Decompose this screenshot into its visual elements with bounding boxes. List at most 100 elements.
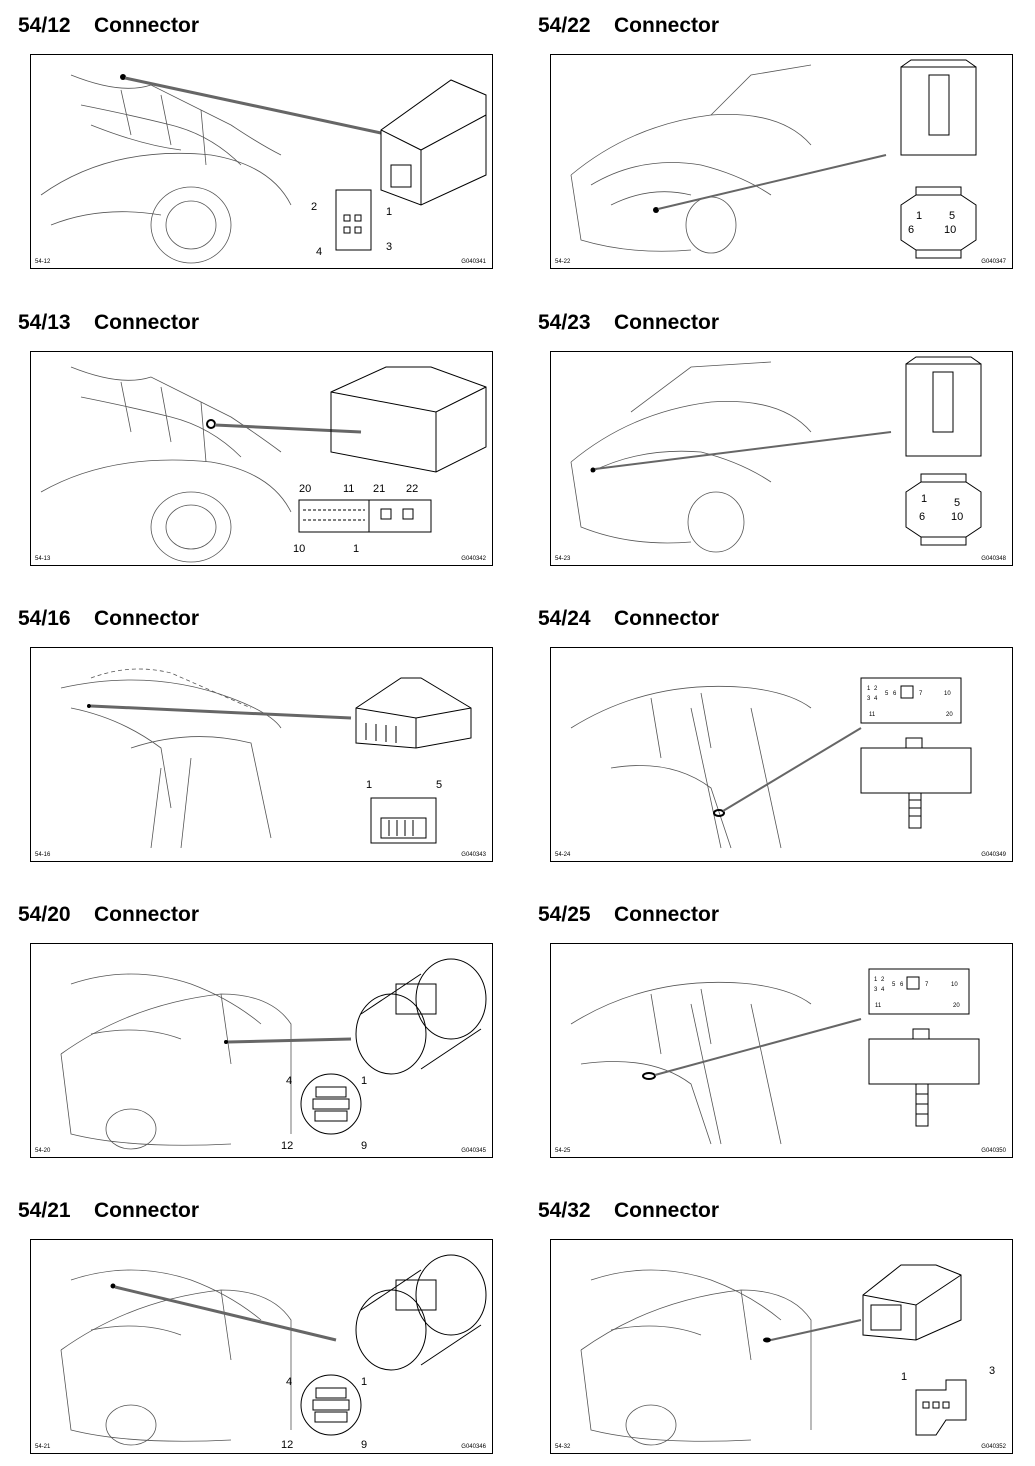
figure-ref: 54-12 [35, 259, 51, 265]
pin-label: 10 [951, 982, 958, 988]
car-engine-bay-illustration: 20 11 21 22 10 1 [40, 366, 487, 563]
pin-label: 1 [874, 977, 878, 983]
pin-label: 10 [944, 691, 951, 697]
connector-diagram-panel: 20 11 21 22 10 1 54-13 G040342 [30, 351, 493, 566]
pin-label: 4 [316, 246, 322, 258]
connector-housing-icon [862, 1264, 962, 1341]
pin-label: 12 [281, 1140, 293, 1152]
pin-label: 5 [954, 497, 960, 509]
figure-ref: 54-23 [555, 556, 571, 562]
pin-face-icon [300, 1073, 362, 1135]
connector-label: Connector [94, 311, 199, 334]
pin-label: 6 [893, 691, 897, 697]
pin-label: 6 [900, 982, 904, 988]
pin-label: 5 [436, 779, 442, 791]
figure-id: G040352 [981, 1444, 1006, 1450]
connector-location-dot [110, 1283, 116, 1289]
pin-label: 1 [361, 1376, 367, 1388]
connector-diagram-panel: 1 5 6 10 54-23 G040348 [550, 351, 1013, 566]
pin-label: 4 [286, 1376, 292, 1388]
connector-label: Connector [614, 14, 719, 37]
connector-code: 54/21 [18, 1199, 71, 1222]
pin-label: 5 [885, 691, 889, 697]
figure-id: G040350 [981, 1148, 1006, 1154]
car-side-illustration: 1 3 [580, 1264, 995, 1446]
pin-label: 2 [874, 686, 878, 692]
pin-label: 1 [921, 493, 927, 505]
car-side-illustration: 4 1 12 9 [60, 1254, 487, 1451]
connector-code: 54/13 [18, 311, 71, 334]
pin-face-icon [905, 473, 982, 546]
section-title: 54/23 Connector [538, 311, 719, 335]
connector-code: 54/12 [18, 14, 71, 37]
pin-face-icon [298, 499, 432, 533]
section-title: 54/25 Connector [538, 903, 719, 927]
figure-id: G040346 [461, 1444, 486, 1450]
figure-ref: 54-16 [35, 852, 51, 858]
connector-code: 54/25 [538, 903, 591, 926]
connector-diagram-panel: 1 3 54-32 G040352 [550, 1239, 1013, 1454]
connector-label: Connector [94, 607, 199, 630]
pin-label: 20 [946, 712, 953, 718]
connector-location-dot [763, 1337, 771, 1343]
figure-id: G040343 [461, 852, 486, 858]
pin-label: 1 [386, 206, 392, 218]
section-title: 54/13 Connector [18, 311, 199, 335]
figure-ref: 54-13 [35, 556, 51, 562]
connector-housing-icon [330, 366, 487, 473]
pin-label: 1 [901, 1371, 907, 1383]
pin-face-icon [900, 186, 977, 259]
pin-label: 10 [293, 543, 305, 555]
figure-ref: 54-20 [35, 1148, 51, 1154]
connector-diagram-panel: 1 5 6 10 54-22 G040347 [550, 54, 1013, 269]
car-door-illustration: 1 2 3 4 5 6 7 10 11 20 [570, 677, 972, 849]
pin-label: 12 [281, 1439, 293, 1451]
pin-label: 20 [299, 483, 311, 495]
pin-face-icon [915, 1379, 967, 1436]
figure-id: G040347 [981, 259, 1006, 265]
pin-label: 4 [874, 696, 878, 702]
connector-housing-icon [355, 1254, 487, 1371]
pin-label: 1 [916, 210, 922, 222]
pin-label: 2 [311, 201, 317, 213]
connector-diagram-panel: 1 5 54-16 G040343 [30, 647, 493, 862]
connector-location-dot [642, 1072, 656, 1080]
connector-label: Connector [614, 607, 719, 630]
pin-label: 1 [867, 686, 871, 692]
figure-id: G040345 [461, 1148, 486, 1154]
figure-ref: 54-22 [555, 259, 571, 265]
pin-label: 3 [989, 1365, 995, 1377]
pin-label: 4 [286, 1075, 292, 1087]
connector-label: Connector [614, 903, 719, 926]
pin-face-icon [868, 968, 970, 1015]
connector-housing-icon [355, 958, 487, 1075]
pin-label: 9 [361, 1140, 367, 1152]
car-front-illustration: 1 5 6 10 [570, 356, 982, 553]
pin-face-icon [860, 677, 962, 724]
connector-code: 54/32 [538, 1199, 591, 1222]
connector-housing-icon [868, 1028, 980, 1127]
figure-id: G040342 [461, 556, 486, 562]
connector-housing-icon [860, 737, 972, 829]
pin-label: 7 [925, 982, 929, 988]
connector-diagram-panel: 1 2 3 4 5 6 7 10 11 20 54-24 G040349 [550, 647, 1013, 862]
pin-label: 5 [892, 982, 896, 988]
car-engine-bay-illustration: 2 1 4 3 [40, 74, 487, 264]
section-title: 54/12 Connector [18, 14, 199, 38]
connector-label: Connector [94, 14, 199, 37]
figure-ref: 54-25 [555, 1148, 571, 1154]
connector-diagram-panel: 4 1 12 9 54-21 G040346 [30, 1239, 493, 1454]
figure-ref: 54-24 [555, 852, 571, 858]
car-side-illustration: 4 1 12 9 [60, 958, 487, 1152]
pin-label: 3 [386, 241, 392, 253]
connector-label: Connector [614, 311, 719, 334]
connector-housing-icon [355, 677, 472, 749]
figure-id: G040349 [981, 852, 1006, 858]
pin-label: 3 [874, 987, 878, 993]
pin-label: 11 [869, 712, 876, 718]
connector-code: 54/23 [538, 311, 591, 334]
